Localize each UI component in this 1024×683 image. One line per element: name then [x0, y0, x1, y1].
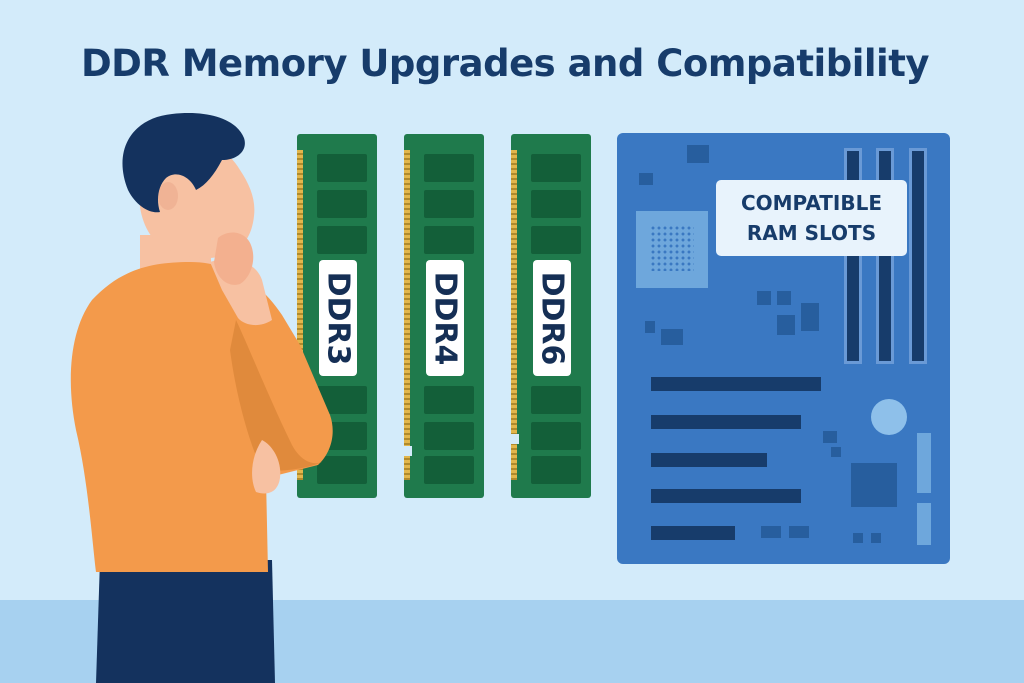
badge-line-1: COMPATIBLE — [740, 191, 883, 215]
memory-chip — [317, 154, 367, 182]
board-component — [853, 533, 863, 543]
memory-chip — [531, 226, 581, 254]
board-component — [645, 321, 655, 333]
module-label: DDR6 — [533, 260, 571, 376]
pcie-slot — [651, 489, 801, 503]
page-title: DDR Memory Upgrades and Compatibility — [80, 42, 930, 85]
memory-chip — [424, 456, 474, 484]
pcie-slot — [651, 526, 735, 540]
board-component — [777, 291, 791, 305]
board-component — [831, 447, 841, 457]
module-notch — [511, 434, 519, 444]
hand — [252, 440, 281, 494]
motherboard: COMPATIBLE RAM SLOTS — [617, 133, 950, 564]
memory-chip — [531, 190, 581, 218]
gold-contacts — [297, 150, 303, 480]
ram-module-ddr4: DDR4 — [404, 134, 484, 498]
module-label: DDR4 — [426, 260, 464, 376]
arm-shadow — [230, 320, 322, 471]
memory-chip — [424, 154, 474, 182]
board-connector — [917, 503, 931, 545]
shirt — [70, 262, 333, 572]
board-component — [823, 431, 837, 443]
board-component — [871, 533, 881, 543]
pcie-slot — [651, 377, 821, 391]
pcie-slot — [651, 415, 801, 429]
hair — [122, 113, 245, 213]
memory-chip — [531, 422, 581, 450]
memory-chip — [317, 456, 367, 484]
memory-chip — [424, 422, 474, 450]
board-component — [687, 145, 709, 163]
module-label: DDR3 — [319, 260, 357, 376]
ram-module-ddr6: DDR6 — [511, 134, 591, 498]
chin-hand — [214, 232, 254, 285]
board-component — [761, 526, 781, 538]
memory-chip — [424, 226, 474, 254]
chipset — [851, 463, 897, 507]
memory-chip — [424, 190, 474, 218]
ram-module-ddr3: DDR3 — [297, 134, 377, 498]
badge-line-2: RAM SLOTS — [746, 221, 877, 245]
board-component — [801, 303, 819, 331]
gold-contacts — [404, 150, 410, 480]
ram-slot — [909, 148, 927, 364]
memory-chip — [424, 386, 474, 414]
board-component — [639, 173, 653, 185]
cmos-battery — [871, 399, 907, 435]
gold-contacts — [511, 150, 517, 480]
memory-chip — [317, 226, 367, 254]
ear — [158, 182, 178, 210]
cpu-socket — [636, 211, 708, 288]
memory-chip — [317, 190, 367, 218]
cpu-pins — [650, 225, 694, 271]
memory-chip — [531, 386, 581, 414]
board-component — [757, 291, 771, 305]
board-component — [789, 526, 809, 538]
memory-chip — [531, 456, 581, 484]
board-connector — [917, 433, 931, 493]
memory-chip — [531, 154, 581, 182]
board-component — [777, 315, 795, 335]
module-notch — [404, 446, 412, 456]
pants — [96, 560, 275, 683]
board-component — [661, 329, 683, 345]
pcie-slot — [651, 453, 767, 467]
compatible-ram-slots-badge: COMPATIBLE RAM SLOTS — [716, 180, 907, 256]
